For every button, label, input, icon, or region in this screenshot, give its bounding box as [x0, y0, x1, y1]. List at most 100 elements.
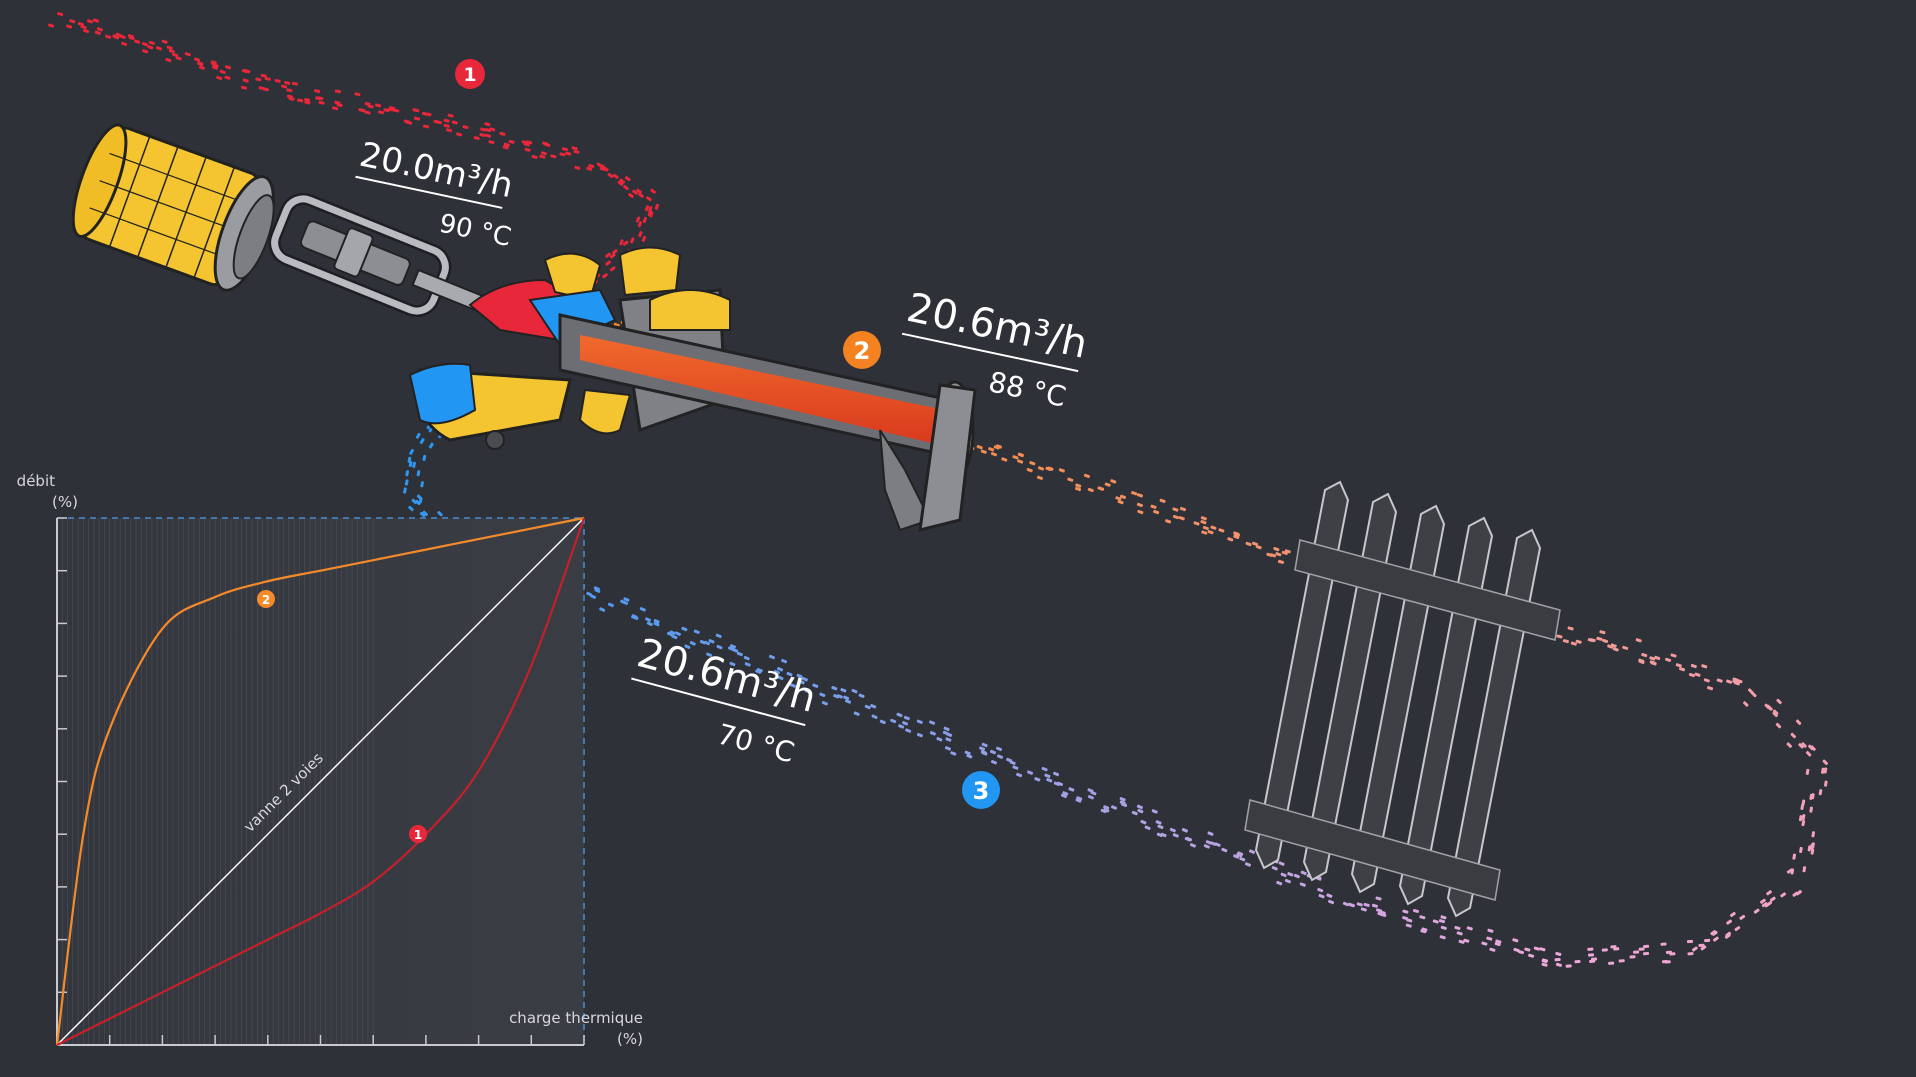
flow-particle [642, 216, 648, 224]
flow-particle [473, 136, 480, 141]
flow-particle [1801, 814, 1806, 821]
flow-particle [976, 445, 983, 450]
flow-particle [437, 511, 443, 517]
flow-particle [375, 103, 382, 108]
flow-particle [198, 65, 206, 70]
flow-particle [1075, 798, 1082, 803]
flow-particle [871, 714, 878, 719]
flow-particle [1601, 948, 1608, 952]
flow-particle [1454, 925, 1461, 930]
flow-particle [635, 216, 641, 223]
flow-particle [1103, 805, 1110, 810]
flow-particle [484, 122, 491, 127]
flow-particle [1172, 514, 1180, 520]
flow-particle [503, 142, 510, 147]
flow-particle [612, 173, 619, 179]
flow-particle [1131, 810, 1138, 816]
flow-particle [155, 46, 162, 51]
flow-particle [1481, 941, 1488, 946]
flow-particle [443, 123, 450, 128]
flow-particle [777, 667, 784, 672]
flow-particle [644, 205, 650, 212]
flow-particle [1034, 777, 1041, 782]
flow-particle [166, 45, 173, 50]
chart-ticks [57, 517, 585, 1045]
flow-particle [443, 118, 450, 123]
flow-particle [1801, 742, 1807, 748]
flow-particle [403, 119, 410, 124]
flow-particle [1273, 546, 1280, 552]
badge-2: 2 [843, 331, 881, 369]
flow-particle [631, 615, 638, 620]
flow-particle [1795, 719, 1802, 726]
flow-particle [377, 110, 385, 115]
flow-particle [993, 445, 1000, 450]
flow-particle [607, 172, 614, 179]
flow-particle [571, 146, 578, 151]
flow-particle [864, 704, 871, 710]
flow-particle [1252, 541, 1259, 546]
flow-particle [1786, 868, 1793, 874]
flow-particle [1202, 525, 1209, 531]
flow-particle [1686, 939, 1694, 944]
flow-particle [628, 192, 634, 199]
flow-particle [1587, 947, 1594, 951]
flow-particle [168, 49, 175, 54]
flow-particle [422, 124, 430, 129]
flow-particle [1701, 664, 1708, 669]
flow-particle [716, 644, 723, 650]
flow-particle [565, 151, 572, 156]
flow-particle [1047, 466, 1054, 471]
radiator [1244, 480, 1561, 918]
flow-particle [1799, 846, 1803, 854]
flow-particle [1193, 521, 1200, 526]
flow-particle [684, 644, 691, 649]
flow-particle [1704, 938, 1711, 943]
flow-particle [1823, 780, 1828, 787]
flow-particle [1375, 896, 1382, 901]
flow-particle [94, 30, 101, 35]
flow-particle [623, 185, 629, 191]
badge-2-label: 2 [854, 337, 871, 365]
flow-particle [981, 742, 988, 748]
flow-particle [242, 78, 249, 83]
flow-particle [1115, 496, 1122, 501]
flow-particle [142, 49, 149, 54]
flow-particle [1649, 656, 1656, 661]
flow-particle [508, 139, 515, 144]
flow-particle [605, 260, 612, 266]
flow-particle [588, 164, 595, 169]
flow-particle [995, 444, 1003, 449]
flow-particle [255, 77, 262, 82]
flow-particle [1200, 520, 1207, 525]
flow-particle [1076, 796, 1083, 801]
flow-particle [317, 96, 324, 101]
flow-particle [291, 81, 298, 86]
flow-particle [596, 162, 603, 168]
flow-particle [981, 751, 988, 756]
flow-particle [1009, 760, 1016, 765]
supply-flow-label: 20.0m³/h 90 °C [355, 135, 517, 253]
flow-particle [1207, 831, 1214, 836]
flow-particle [1458, 939, 1465, 944]
flow-particle [387, 107, 394, 112]
flow-particle [1792, 853, 1797, 860]
flow-particle [611, 249, 618, 255]
flow-particle [1641, 652, 1648, 658]
flow-particle [1239, 856, 1246, 862]
flow-particle [1570, 641, 1577, 646]
flow-particle [1012, 765, 1019, 770]
flow-particle [1233, 854, 1240, 859]
flow-particle [1184, 837, 1191, 842]
flow-particle [990, 760, 998, 765]
chart-series-line-1 [55, 516, 585, 1046]
flow-particle [484, 133, 492, 138]
flow-particle [1823, 767, 1828, 774]
flow-particle [1675, 663, 1682, 668]
return-flow-label: 20.6m³/h 70 °C [631, 630, 821, 769]
flow-particle [636, 188, 642, 194]
flow-particle [96, 27, 103, 32]
flow-particle [1153, 509, 1160, 515]
flow-particle [480, 127, 487, 132]
flow-particle [559, 152, 566, 157]
